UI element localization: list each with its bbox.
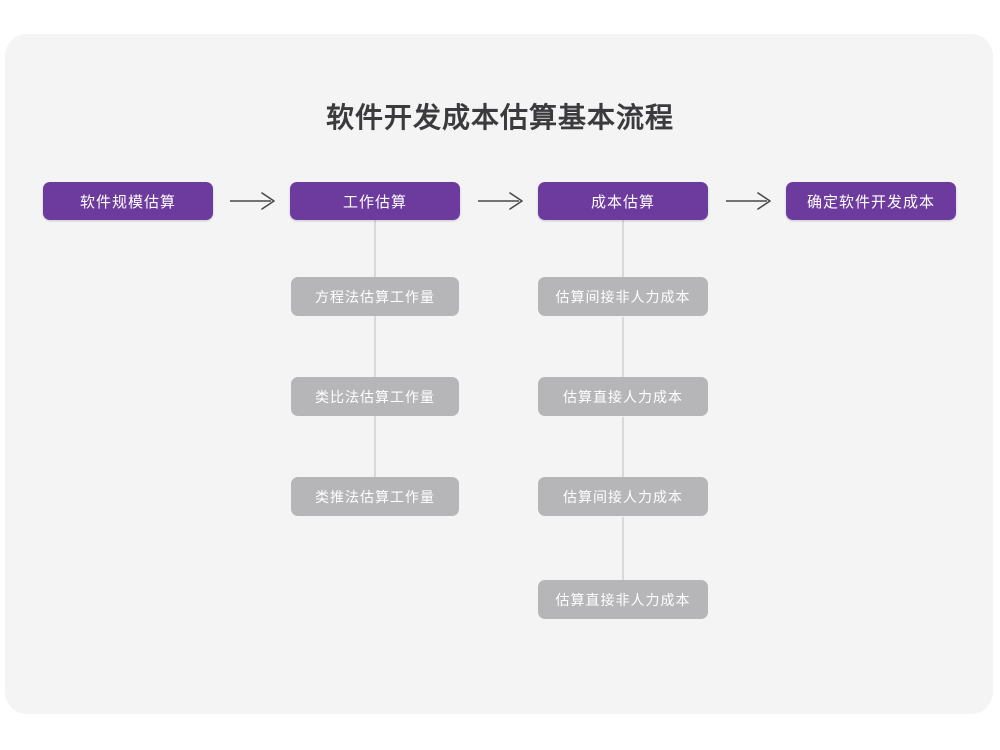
stage-box-cost-estimation[interactable]: 成本估算 (538, 182, 708, 220)
connector-branch3-seg3 (622, 417, 624, 478)
flow-arrow-2 (476, 189, 528, 213)
connector-branch2-seg2 (374, 316, 376, 378)
stage-box-determine-development-cost[interactable]: 确定软件开发成本 (786, 182, 956, 220)
connector-branch3-seg2 (622, 317, 624, 378)
substep-box-branch3-4[interactable]: 估算直接非人力成本 (538, 580, 708, 619)
substep-box-branch3-1[interactable]: 估算间接非人力成本 (538, 277, 708, 316)
connector-branch2-seg1 (374, 220, 376, 278)
substep-box-branch2-1[interactable]: 方程法估算工作量 (291, 277, 459, 316)
page-title: 软件开发成本估算基本流程 (325, 102, 674, 133)
substep-box-branch3-2[interactable]: 估算直接人力成本 (538, 377, 708, 416)
stage-box-work-estimation[interactable]: 工作估算 (290, 182, 460, 220)
connector-branch3-seg1 (622, 220, 624, 278)
substep-box-branch3-3[interactable]: 估算间接人力成本 (538, 477, 708, 516)
flow-arrow-1 (228, 189, 280, 213)
flow-arrow-3 (724, 189, 776, 213)
substep-box-branch2-2[interactable]: 类比法估算工作量 (291, 377, 459, 416)
stage-box-software-scale-estimation[interactable]: 软件规模估算 (43, 182, 213, 220)
substep-box-branch2-3[interactable]: 类推法估算工作量 (291, 477, 459, 516)
connector-branch2-seg3 (374, 416, 376, 478)
diagram-card (5, 34, 993, 714)
connector-branch3-seg4 (622, 517, 624, 580)
